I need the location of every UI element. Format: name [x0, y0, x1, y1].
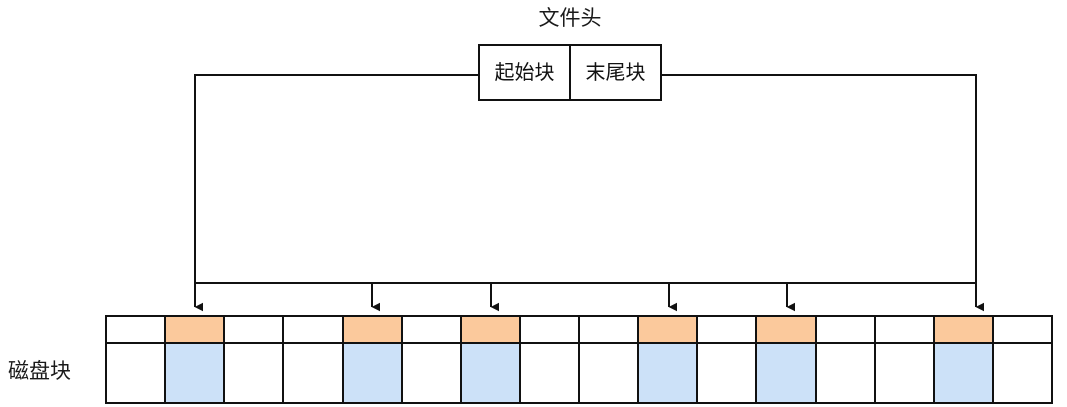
disk-block-11 — [757, 317, 817, 402]
disk-block-4 — [343, 317, 403, 402]
disk-block-1-lower-cell — [166, 344, 224, 402]
disk-block-15-lower-cell — [993, 344, 1051, 402]
disk-block-3 — [284, 317, 344, 402]
disk-block-12-lower-cell — [816, 344, 874, 402]
disk-block-0 — [107, 317, 167, 402]
disk-block-6 — [461, 317, 521, 402]
disk-block-5-lower-cell — [402, 344, 460, 402]
disk-block-11-lower-cell — [757, 344, 815, 402]
disk-block-5 — [402, 317, 462, 402]
disk-blocks-grid — [105, 315, 1053, 404]
disk-block-2 — [225, 317, 285, 402]
disk-block-3-lower-cell — [284, 344, 342, 402]
disk-block-8-lower-cell — [580, 344, 638, 402]
disk-block-8 — [580, 317, 640, 402]
disk-block-2-upper-cell — [225, 317, 283, 344]
disk-block-1-upper-cell — [166, 317, 224, 344]
file-header-box: 起始块 末尾块 — [478, 44, 662, 101]
disk-block-4-lower-cell — [343, 344, 401, 402]
disk-block-14-lower-cell — [934, 344, 992, 402]
disk-block-15-upper-cell — [993, 317, 1051, 344]
file-header-title: 文件头 — [538, 7, 602, 30]
disk-block-6-lower-cell — [461, 344, 519, 402]
disk-block-0-upper-cell — [107, 317, 165, 344]
disk-block-7 — [520, 317, 580, 402]
disk-block-9 — [639, 317, 699, 402]
disk-blocks-label: 磁盘块 — [8, 360, 71, 383]
disk-block-10 — [698, 317, 758, 402]
disk-block-5-upper-cell — [402, 317, 460, 344]
file-header-end-block-cell: 末尾块 — [585, 61, 646, 84]
disk-block-7-lower-cell — [520, 344, 578, 402]
disk-block-13 — [875, 317, 935, 402]
disk-block-11-upper-cell — [757, 317, 815, 344]
disk-block-14 — [934, 317, 994, 402]
disk-block-8-upper-cell — [580, 317, 638, 344]
disk-block-10-lower-cell — [698, 344, 756, 402]
disk-block-10-upper-cell — [698, 317, 756, 344]
disk-block-9-lower-cell — [639, 344, 697, 402]
disk-block-3-upper-cell — [284, 317, 342, 344]
disk-block-13-lower-cell — [875, 344, 933, 402]
disk-block-2-lower-cell — [225, 344, 283, 402]
disk-block-13-upper-cell — [875, 317, 933, 344]
disk-block-0-lower-cell — [107, 344, 165, 402]
disk-block-9-upper-cell — [639, 317, 697, 344]
disk-block-15 — [993, 317, 1051, 402]
disk-block-6-upper-cell — [461, 317, 519, 344]
disk-block-4-upper-cell — [343, 317, 401, 344]
disk-block-12 — [816, 317, 876, 402]
file-header-start-block-cell: 起始块 — [480, 46, 571, 99]
disk-block-14-upper-cell — [934, 317, 992, 344]
disk-block-12-upper-cell — [816, 317, 874, 344]
disk-block-7-upper-cell — [520, 317, 578, 344]
disk-block-1 — [166, 317, 226, 402]
